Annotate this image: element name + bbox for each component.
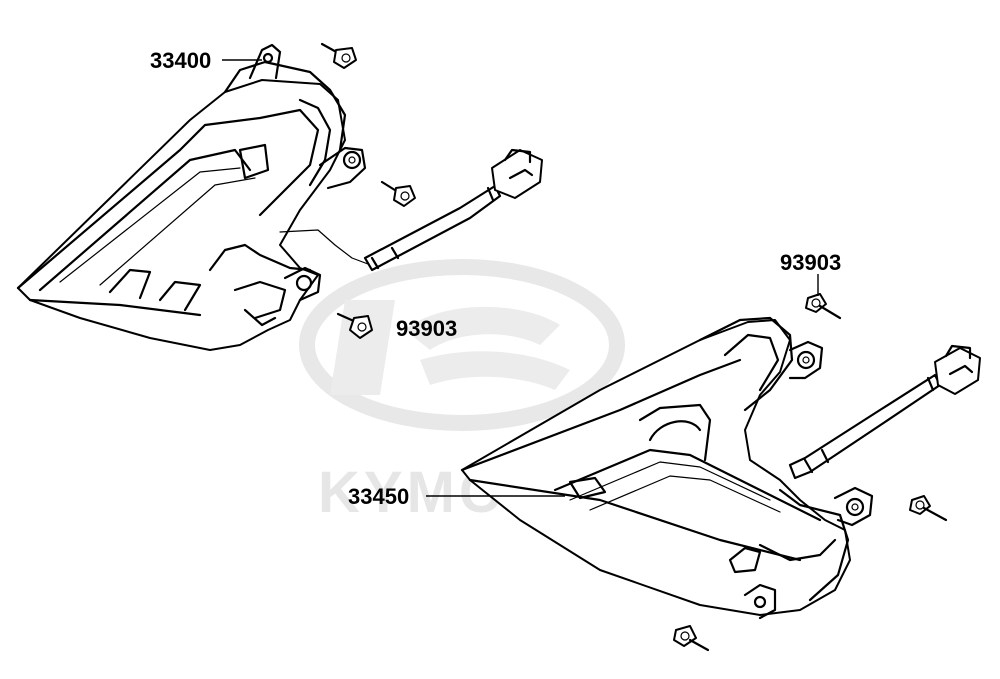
screw-icon — [909, 495, 948, 522]
screw-icon — [380, 180, 416, 207]
screw-icon — [320, 42, 357, 69]
part-label-33400: 33400 — [150, 48, 211, 73]
part-label-93903-left: 93903 — [396, 316, 457, 341]
screw-icon — [336, 312, 373, 339]
part-label-33450: 33450 — [348, 484, 409, 509]
turn-signal-right-drawing — [460, 316, 981, 620]
screw-icon — [673, 625, 710, 652]
turn-signal-left-drawing — [16, 43, 543, 351]
part-label-93903-right: 93903 — [780, 250, 841, 275]
screw-icon — [805, 293, 842, 320]
